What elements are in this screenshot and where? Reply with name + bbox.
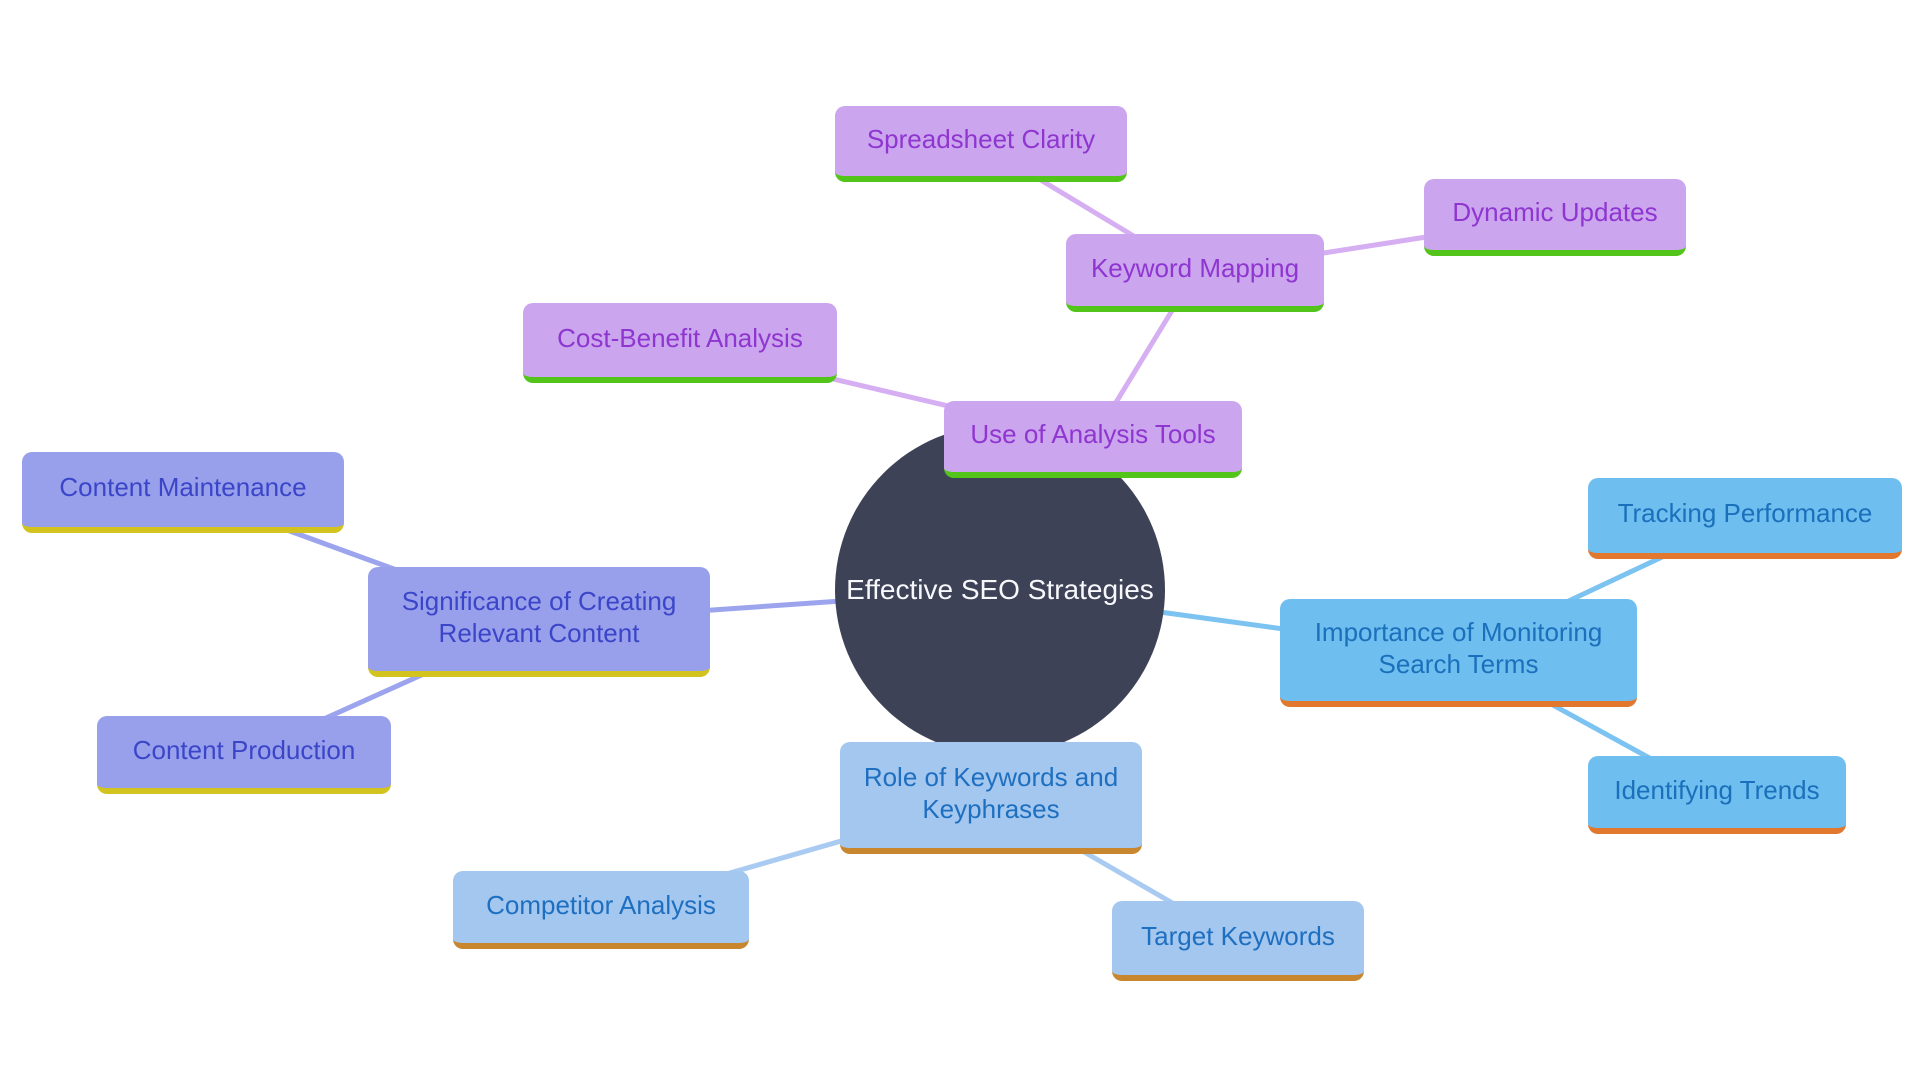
node-spreadsheet-clarity[interactable]: Spreadsheet Clarity [835, 106, 1127, 182]
central-node-label: Effective SEO Strategies [846, 574, 1154, 605]
node-keyword-mapping[interactable]: Keyword Mapping [1066, 234, 1324, 312]
node-dynamic-updates[interactable]: Dynamic Updates [1424, 179, 1686, 256]
node-content-maintenance[interactable]: Content Maintenance [22, 452, 344, 533]
node-competitor-analysis[interactable]: Competitor Analysis [453, 871, 749, 949]
node-content-production[interactable]: Content Production [97, 716, 391, 794]
central-node[interactable]: Effective SEO Strategies [835, 425, 1165, 755]
node-significance-of-creating-relevant-content[interactable]: Significance of Creating Relevant Conten… [368, 567, 710, 677]
node-tracking-performance[interactable]: Tracking Performance [1588, 478, 1902, 559]
node-identifying-trends[interactable]: Identifying Trends [1588, 756, 1846, 834]
node-role-of-keywords-and-keyphrases[interactable]: Role of Keywords and Keyphrases [840, 742, 1142, 854]
node-target-keywords[interactable]: Target Keywords [1112, 901, 1364, 981]
node-importance-of-monitoring-search-terms[interactable]: Importance of Monitoring Search Terms [1280, 599, 1637, 707]
node-use-of-analysis-tools[interactable]: Use of Analysis Tools [944, 401, 1242, 478]
node-cost-benefit-analysis[interactable]: Cost-Benefit Analysis [523, 303, 837, 383]
